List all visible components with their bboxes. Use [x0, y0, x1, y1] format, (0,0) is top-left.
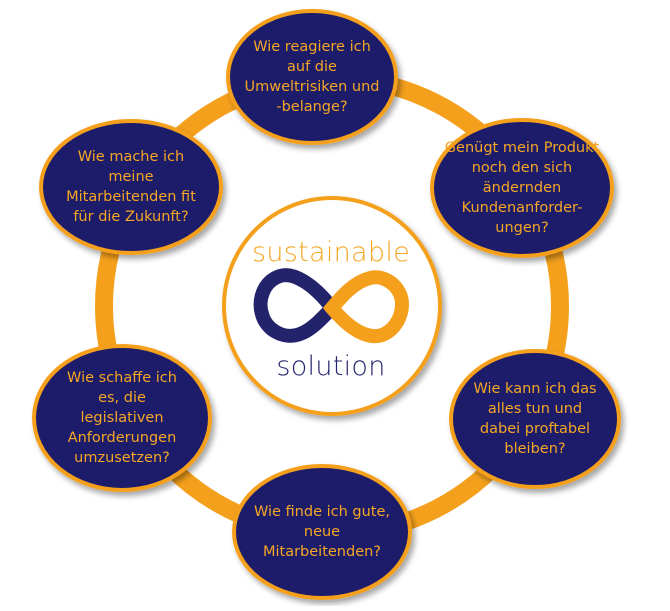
node-ellipse-right-lower: [449, 349, 621, 489]
infinity-icon: [253, 268, 410, 344]
node-ellipse-bottom: [232, 464, 412, 600]
brand-sustainable-text: sustainable: [251, 237, 411, 268]
brand-solution-text: solution: [276, 351, 386, 382]
question-nodes: [32, 9, 621, 600]
node-ellipse-left-lower: [32, 344, 212, 492]
node-ellipse-left-upper: [39, 119, 223, 255]
node-ellipse-right-upper: [430, 118, 614, 258]
node-ellipse-top: [226, 9, 398, 145]
